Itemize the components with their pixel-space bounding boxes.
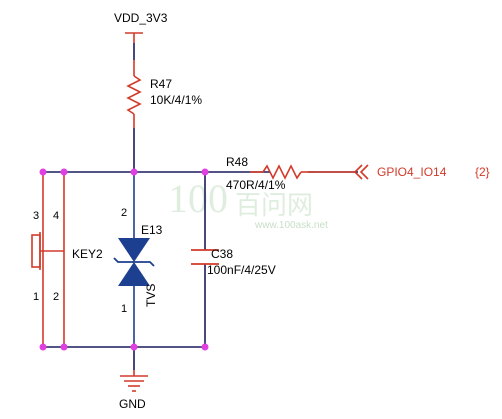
junctions <box>39 168 209 351</box>
port-name: GPIO4_IO14 <box>377 165 447 179</box>
port-sheet-ref: {2} <box>475 165 490 179</box>
switch-actuator <box>31 234 41 268</box>
watermark: 100 百问网 www.100ask.net <box>168 176 328 231</box>
capacitor-c38: C38 100nF/4/25V <box>191 247 276 277</box>
ground-symbol: GND <box>119 370 148 411</box>
watermark-logo: 100 <box>168 176 228 221</box>
junction-dot <box>39 343 47 351</box>
resistor-r47: R47 10K/4/1% <box>126 60 202 128</box>
key-ref: KEY2 <box>72 247 103 261</box>
tvs-ref: E13 <box>141 223 163 237</box>
c38-ref: C38 <box>211 247 233 261</box>
key-pin-3: 3 <box>33 210 39 222</box>
vdd-power-symbol: VDD_3V3 <box>114 11 168 43</box>
gnd-label: GND <box>119 397 146 411</box>
tvs-pin-bottom: 1 <box>121 303 127 315</box>
tvs-triangle-top <box>118 238 150 262</box>
tvs-triangle-bottom <box>118 262 150 286</box>
port-arrow-outer <box>353 164 363 180</box>
c38-value: 100nF/4/25V <box>207 263 276 277</box>
watermark-url: www.100ask.net <box>254 220 328 231</box>
tvs-diode-e13: 2 1 E13 TVS <box>113 172 163 347</box>
junction-dot <box>201 168 209 176</box>
junction-dot <box>39 168 47 176</box>
key-pin-4: 4 <box>53 210 59 222</box>
watermark-name: 百问网 <box>235 191 313 220</box>
tvs-pin-top: 2 <box>121 207 127 219</box>
r48-ref: R48 <box>226 155 248 169</box>
resistor-r48: R48 470R/4/1% <box>226 155 316 192</box>
key-pin-2: 2 <box>53 291 59 303</box>
junction-dot <box>201 343 209 351</box>
junction-dot <box>60 343 68 351</box>
r47-ref: R47 <box>150 77 172 91</box>
r47-value: 10K/4/1% <box>150 93 202 107</box>
junction-dot <box>130 168 138 176</box>
key-pin-1: 1 <box>33 291 39 303</box>
r48-value: 470R/4/1% <box>226 178 286 192</box>
junction-dot <box>60 168 68 176</box>
port-arrow-inner <box>359 164 369 180</box>
vdd-label: VDD_3V3 <box>114 11 168 25</box>
tvs-type: TVS <box>144 284 158 307</box>
gpio-port: GPIO4_IO14 {2} <box>316 164 490 180</box>
switch-key2: 3 4 1 2 KEY2 <box>31 172 103 347</box>
junction-dot <box>130 343 138 351</box>
